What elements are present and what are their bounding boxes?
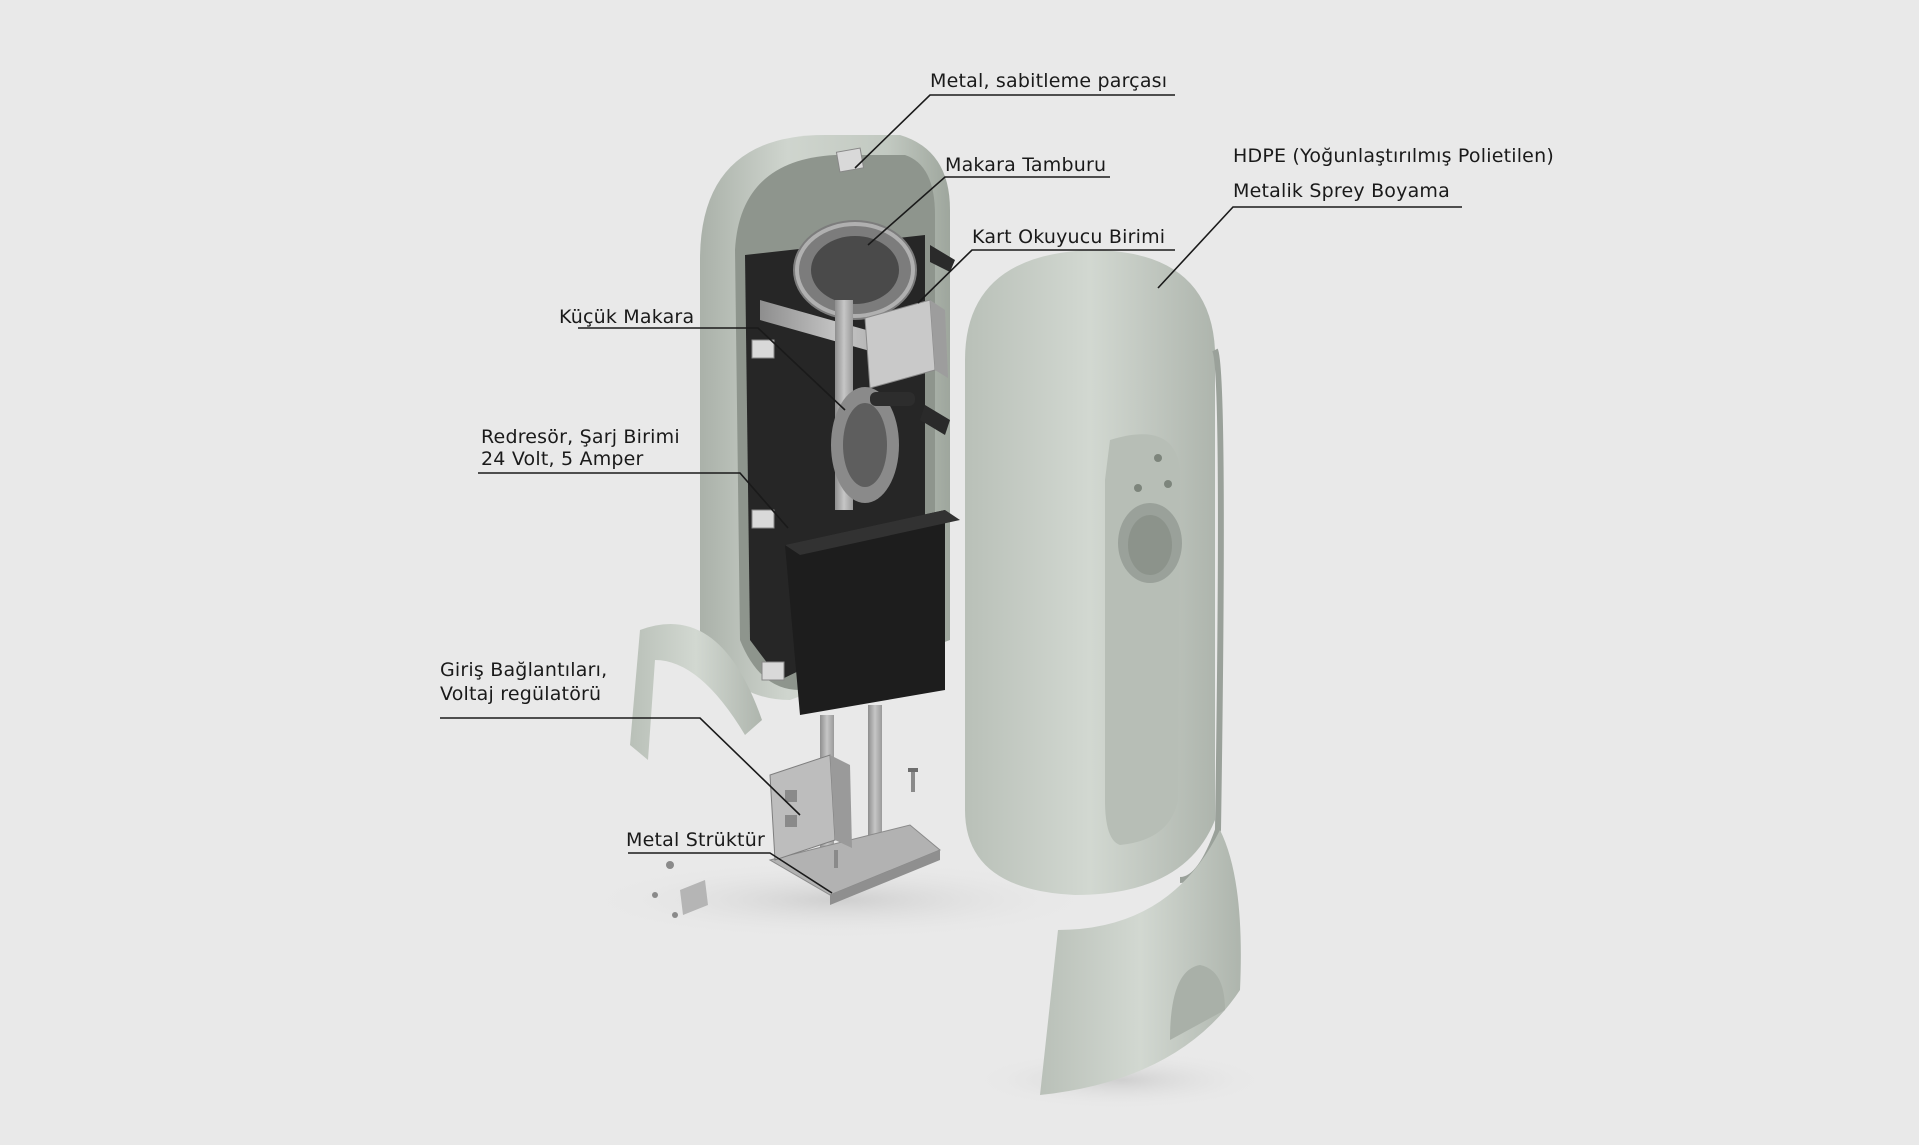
back-housing-side-fin <box>630 624 762 760</box>
label-input-line2: Voltaj regülatörü <box>440 683 602 705</box>
indicator-dot <box>1164 480 1172 488</box>
screw <box>908 768 918 772</box>
label-card-reader: Kart Okuyucu Birimi <box>972 226 1166 248</box>
label-metal-bracket: Metal, sabitleme parçası <box>930 70 1168 92</box>
label-rectifier-line2: 24 Volt, 5 Amper <box>481 448 644 470</box>
washer <box>672 912 678 918</box>
rectifier-box <box>785 510 960 715</box>
mounting-plate <box>751 339 775 359</box>
front-cover-bottom-fin <box>1170 965 1225 1040</box>
strap <box>930 245 955 272</box>
leader-line-hdpe <box>1157 206 1462 289</box>
washer <box>652 892 658 898</box>
small-pulley <box>831 387 899 503</box>
indicator-dot <box>1134 484 1142 492</box>
front-cover <box>965 250 1224 895</box>
metal-structure <box>768 705 941 905</box>
reel-drum <box>793 220 917 320</box>
leader-line-card-reader <box>917 249 1175 304</box>
cable-outlet-hole <box>1128 515 1172 575</box>
metal-bracket <box>835 147 865 173</box>
small-plate <box>680 880 708 915</box>
leader-line-small-pulley <box>578 327 846 411</box>
leader-line-metal-bracket <box>854 94 1175 169</box>
leader-line-drum <box>867 176 1110 246</box>
card-reader-unit <box>864 299 948 389</box>
screw <box>911 770 915 792</box>
label-small-pulley: Küçük Makara <box>559 306 695 328</box>
voltage-regulator-box <box>769 754 852 861</box>
front-cover-panel <box>1105 434 1180 845</box>
label-rectifier-line1: Redresör, Şarj Birimi <box>481 426 680 448</box>
washer <box>666 861 674 869</box>
pulley-axle <box>870 392 915 406</box>
leader-line-input <box>440 717 801 816</box>
mounting-plate <box>761 661 785 681</box>
mounting-plate <box>751 509 775 529</box>
strap <box>920 405 950 435</box>
leader-line-structure <box>628 852 833 894</box>
label-drum: Makara Tamburu <box>945 154 1107 176</box>
leader-lines <box>440 94 1462 894</box>
label-hdpe-line1: HDPE (Yoğunlaştırılmış Polietilen) <box>1233 145 1554 167</box>
label-hdpe-line2: Metalik Sprey Boyama <box>1233 180 1450 202</box>
label-metal-structure: Metal Strüktür <box>626 829 765 851</box>
label-input-line1: Giriş Bağlantıları, <box>440 659 608 681</box>
screw <box>834 850 838 868</box>
leader-line-rectifier <box>478 472 789 529</box>
indicator-dot <box>1154 454 1162 462</box>
